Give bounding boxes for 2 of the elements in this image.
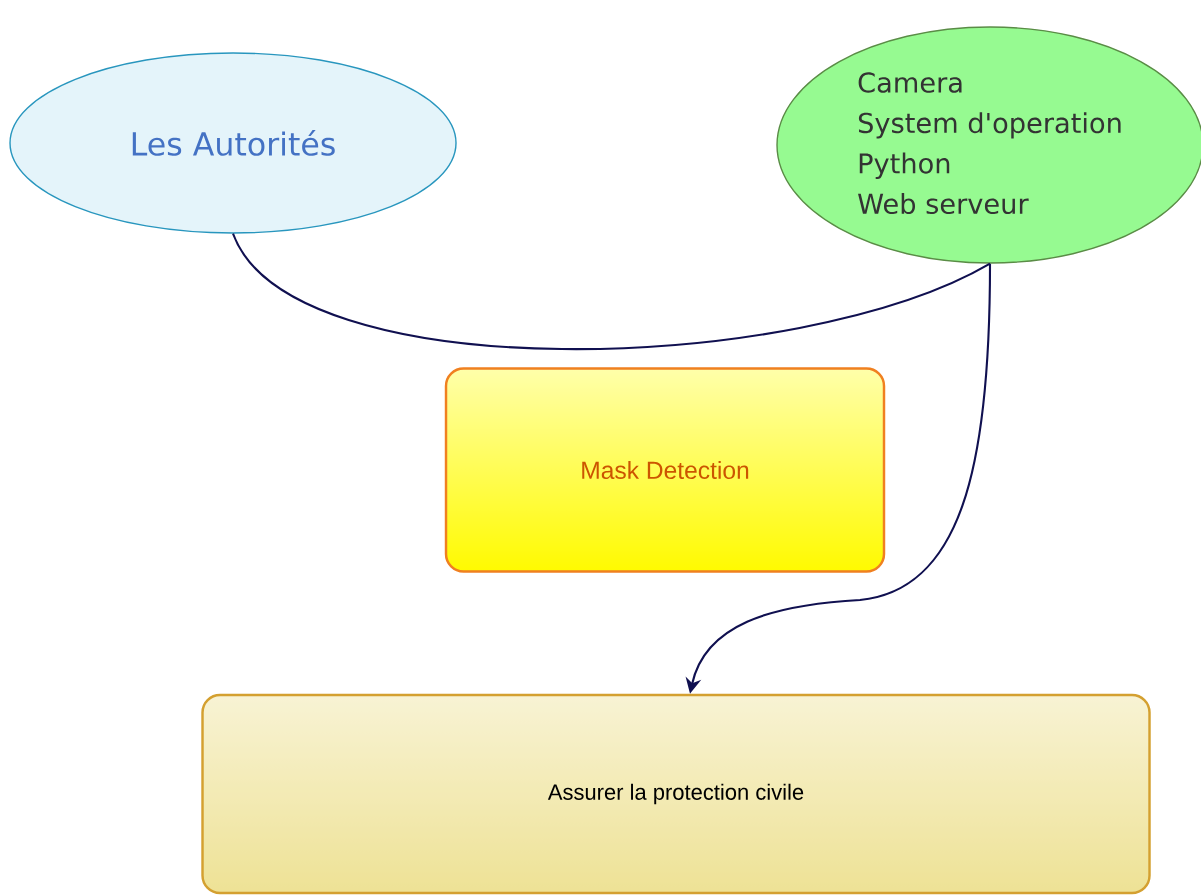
process-box: Assurer la protection civile <box>201 693 1151 895</box>
process-box: Mask Detection <box>444 367 886 573</box>
